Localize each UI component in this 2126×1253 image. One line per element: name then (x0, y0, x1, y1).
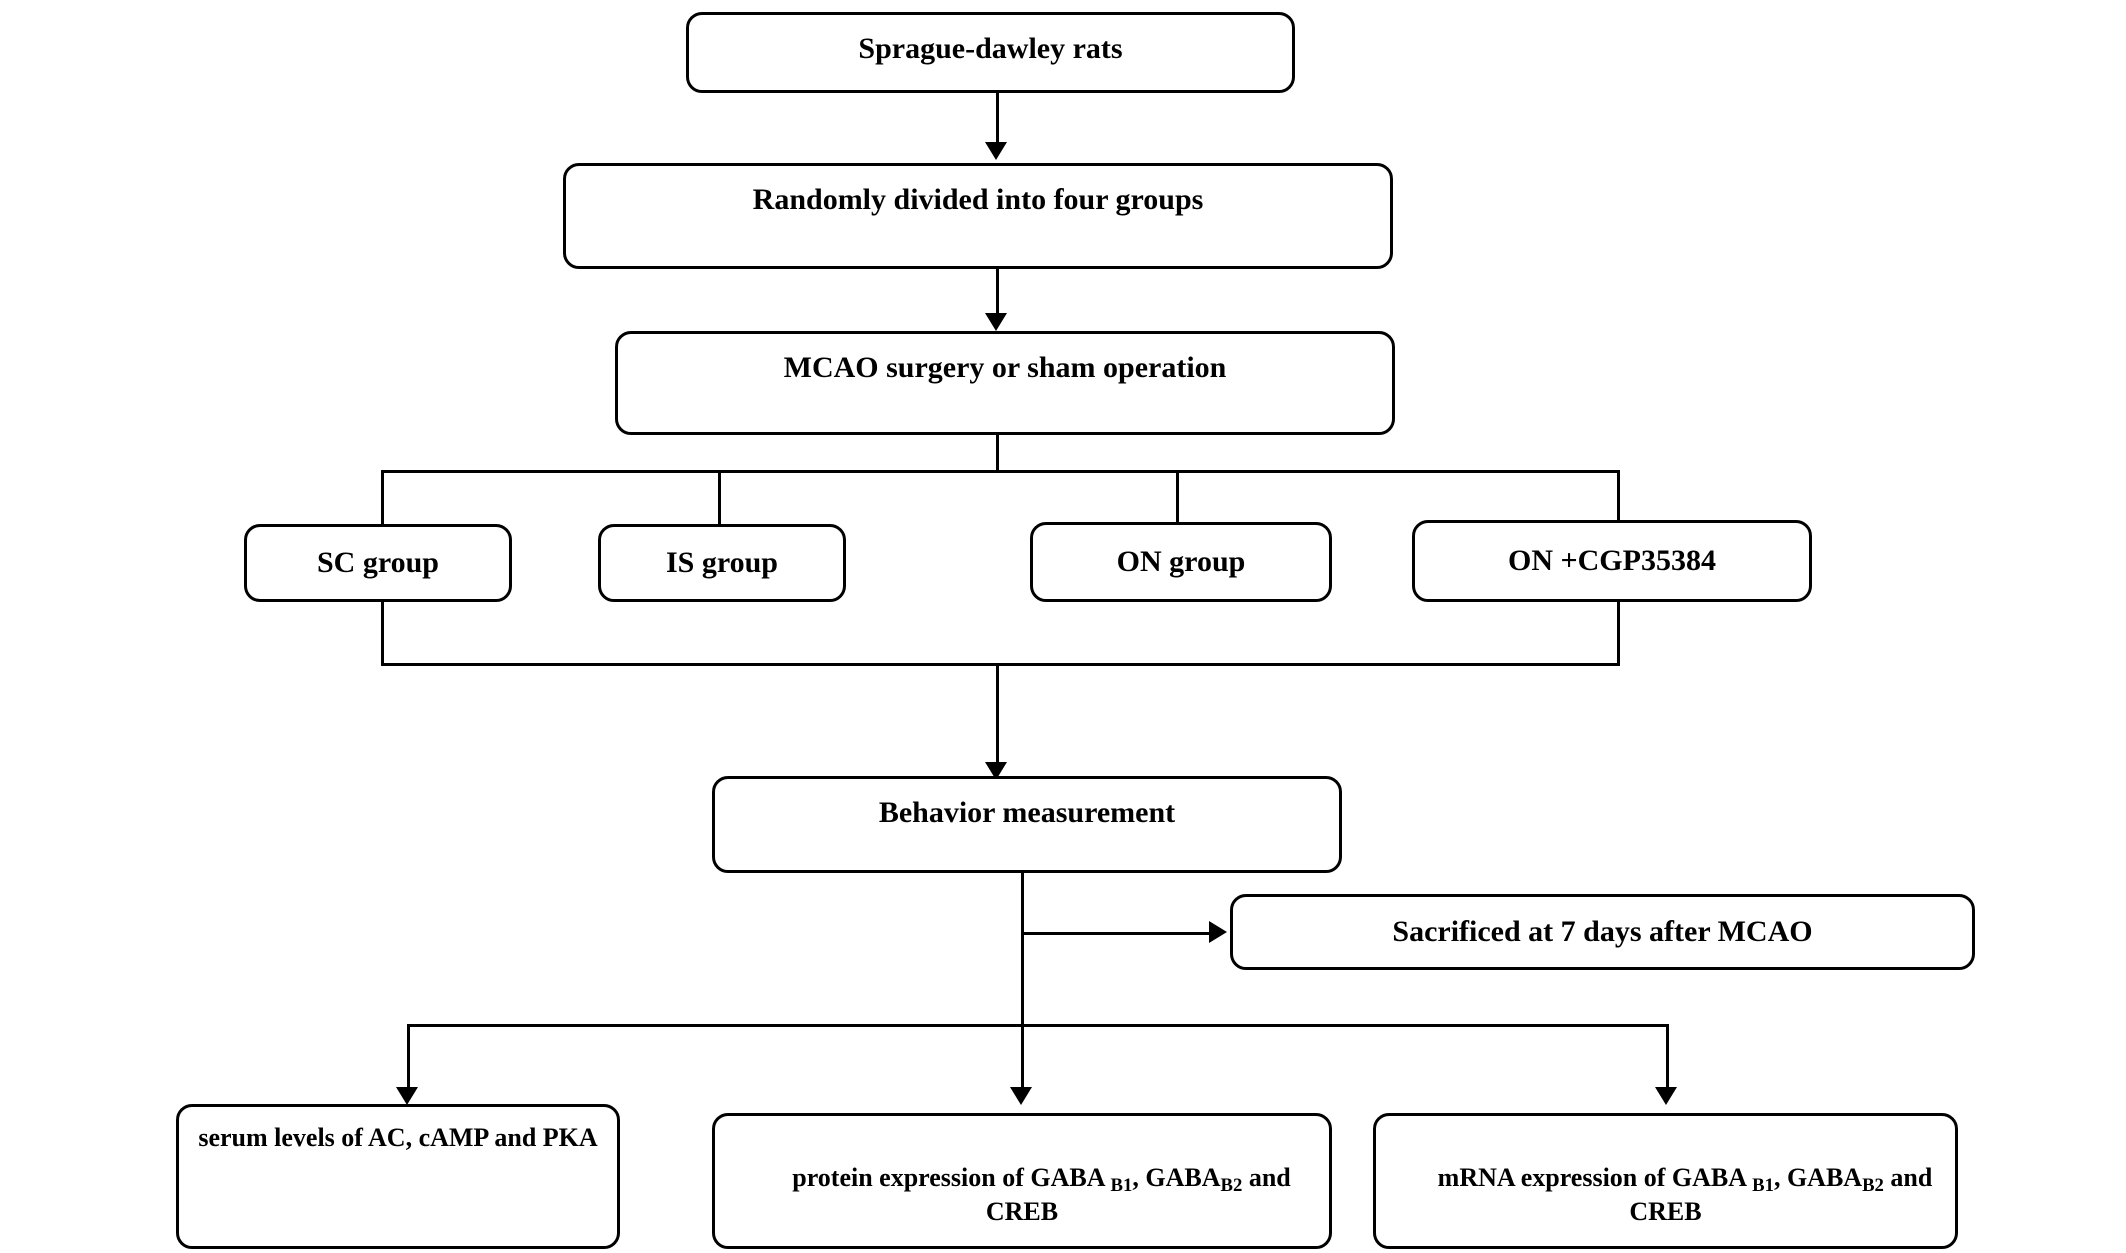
node-mrna-expression[interactable]: mRNA expression of GABA B1, GABAB2 and C… (1373, 1113, 1958, 1249)
arrowhead-bus-to-mrna (1655, 1087, 1677, 1105)
node-label: ON +CGP35384 (1508, 544, 1716, 578)
mrna-mid: , GABA (1773, 1162, 1863, 1192)
connector-bus-to-on (1176, 470, 1179, 528)
connector-bus-to-on-cgp (1617, 470, 1620, 528)
node-is-group[interactable]: IS group (598, 524, 846, 602)
node-randomly-divided[interactable]: Randomly divided into four groups (563, 163, 1393, 269)
node-label: Randomly divided into four groups (752, 183, 1204, 216)
node-label: Behavior measurement (878, 796, 1176, 829)
node-serum-levels[interactable]: serum levels of AC, cAMP and PKA (176, 1104, 620, 1249)
connector-surgery-stem (996, 435, 999, 471)
mrna-subscript-b2: B2 (1862, 1174, 1884, 1196)
mrna-suffix: and CREB (1629, 1162, 1939, 1226)
arrowhead-bus-to-serum (396, 1087, 418, 1105)
node-sprague-dawley-rats[interactable]: Sprague-dawley rats (686, 12, 1295, 93)
node-label: mRNA expression of GABA B1, GABAB2 and C… (1376, 1132, 1955, 1253)
node-label: ON group (1116, 545, 1246, 579)
protein-subscript-b1: B1 (1110, 1174, 1133, 1196)
node-label: protein expression of GABA B1, GABAB2 an… (715, 1132, 1329, 1253)
connector-randomize-to-surgery (996, 269, 999, 315)
arrowhead-merge-to-behavior (985, 762, 1007, 780)
arrowhead-behavior-to-sacrificed (1209, 921, 1227, 943)
mrna-subscript-b1: B1 (1752, 1174, 1774, 1196)
connector-sc-to-merge (381, 600, 384, 664)
protein-prefix: protein expression of GABA (792, 1162, 1111, 1192)
node-mcao-surgery[interactable]: MCAO surgery or sham operation (615, 331, 1395, 435)
node-protein-expression[interactable]: protein expression of GABA B1, GABAB2 an… (712, 1113, 1332, 1249)
node-label: IS group (665, 546, 778, 580)
node-sc-group[interactable]: SC group (244, 524, 512, 602)
arrowhead-bus-to-protein (1010, 1087, 1032, 1105)
connector-bus-to-protein (1021, 1024, 1024, 1090)
connector-on-cgp-to-merge (1617, 600, 1620, 664)
connector-behavior-spine (1021, 873, 1024, 1026)
connector-behavior-to-sacrificed (1021, 932, 1211, 935)
connector-group-bus-bottom (381, 663, 1620, 666)
node-on-group[interactable]: ON group (1030, 522, 1332, 602)
protein-subscript-b2: B2 (1220, 1174, 1243, 1196)
node-label: serum levels of AC, cAMP and PKA (198, 1123, 598, 1152)
mrna-prefix: mRNA expression of GABA (1437, 1162, 1753, 1192)
connector-bus-to-sc (381, 470, 384, 528)
node-label: MCAO surgery or sham operation (783, 351, 1227, 384)
connector-rats-to-randomize (996, 93, 999, 145)
node-label: Sacrificed at 7 days after MCAO (1392, 915, 1813, 949)
connector-group-bus-top (381, 470, 1620, 473)
node-sacrificed-7-days[interactable]: Sacrificed at 7 days after MCAO (1230, 894, 1975, 970)
node-on-cgp35384-group[interactable]: ON +CGP35384 (1412, 520, 1812, 602)
arrowhead-rats-to-randomize (985, 142, 1007, 160)
connector-bus-to-serum (407, 1024, 410, 1090)
node-label: SC group (317, 546, 439, 580)
connector-assay-bus (407, 1024, 1669, 1027)
node-behavior-measurement[interactable]: Behavior measurement (712, 776, 1342, 873)
node-label: Sprague-dawley rats (858, 32, 1123, 65)
connector-bus-to-mrna (1666, 1024, 1669, 1090)
protein-mid: , GABA (1132, 1162, 1221, 1192)
arrowhead-randomize-to-surgery (985, 313, 1007, 331)
connector-bus-to-is (718, 470, 721, 528)
connector-merge-to-behavior (996, 663, 999, 766)
protein-suffix: and CREB (985, 1162, 1298, 1226)
